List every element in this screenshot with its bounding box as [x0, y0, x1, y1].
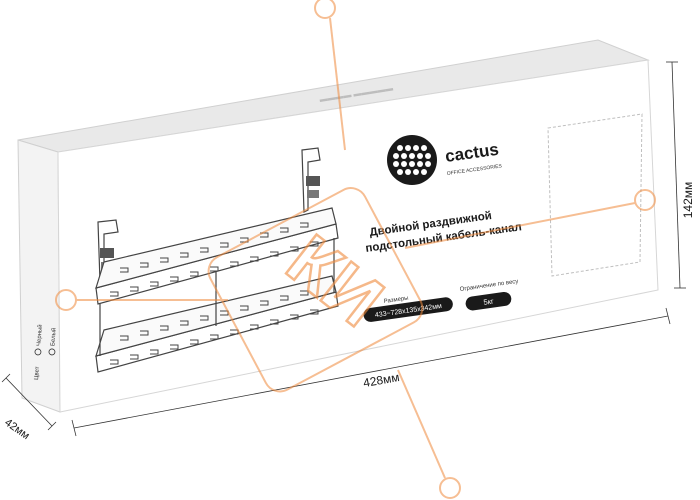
watermark	[55, 0, 656, 499]
white-option-radio-icon	[48, 348, 56, 356]
depth-dimension-line	[1, 373, 57, 431]
option-white: Белый	[49, 328, 57, 347]
box-front-face	[57, 59, 659, 413]
weight-pill	[465, 291, 512, 311]
length-dimension-line	[71, 307, 671, 437]
color-label: Цвет	[34, 366, 41, 380]
depth-label: 42мм	[2, 417, 31, 443]
length-label: 428мм	[362, 370, 400, 390]
cable-tray-illustration	[95, 147, 339, 373]
cactus-logo-icon	[387, 135, 437, 185]
box-window	[547, 113, 643, 277]
weight-value: 5кг	[483, 297, 495, 307]
height-dimension-line	[666, 61, 686, 289]
option-black: Черный	[35, 324, 43, 346]
black-option-radio-icon	[34, 348, 42, 356]
size-pill	[363, 297, 453, 322]
height-label: 142мм	[681, 182, 695, 219]
size-label: Размеры	[383, 296, 409, 305]
